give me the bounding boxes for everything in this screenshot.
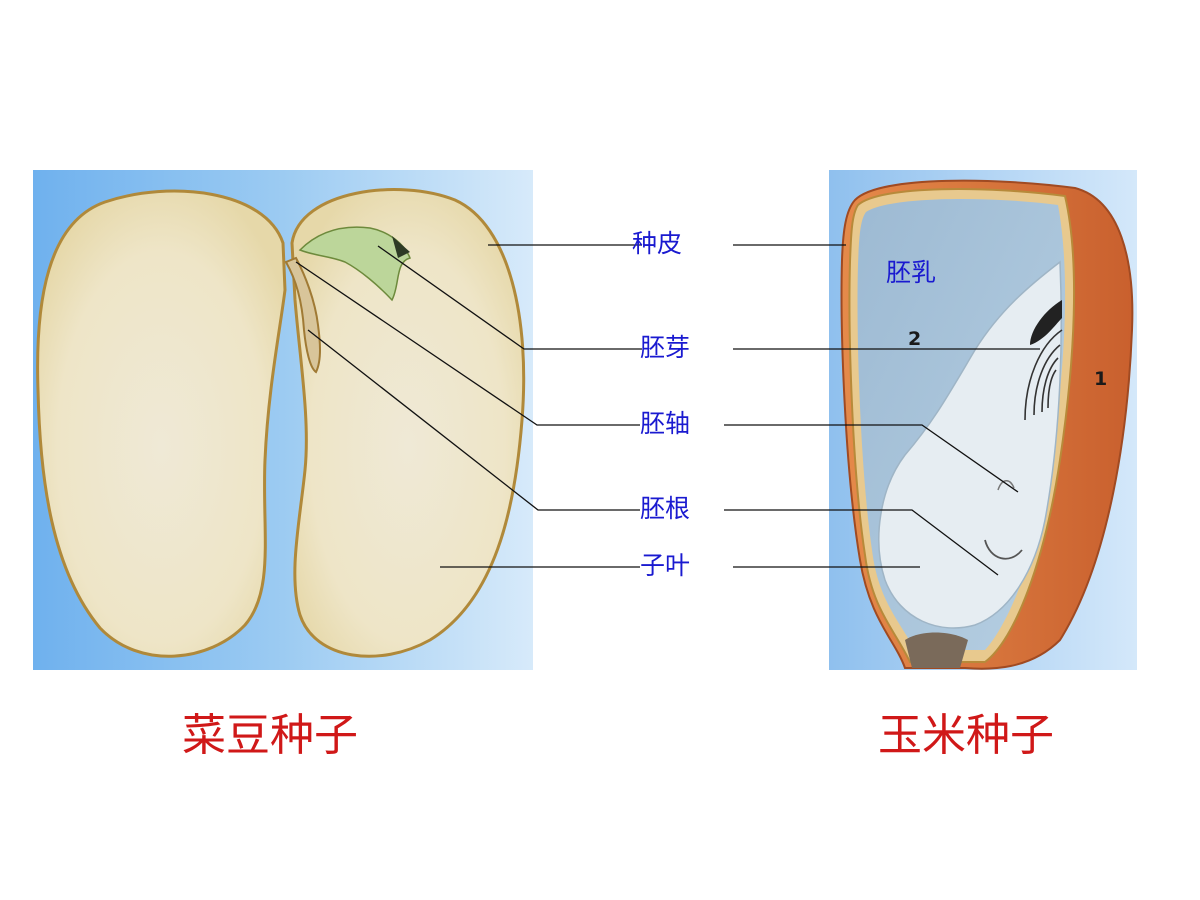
corn-marker-1: 1 xyxy=(1094,368,1107,390)
corn-embryo xyxy=(878,260,1062,629)
corn-scutellum-edge xyxy=(1030,300,1062,345)
caption-corn-seed: 玉米种子 xyxy=(878,710,1054,761)
leader-plumule-bean xyxy=(377,245,642,350)
label-radicle: 胚根 xyxy=(640,494,690,523)
corn-tip-cap xyxy=(905,632,968,668)
label-cotyledon: 子叶 xyxy=(640,551,690,580)
leader-radicle-bean xyxy=(307,329,640,511)
label-hypocotyl: 胚轴 xyxy=(640,409,690,438)
bean-embryo-axis xyxy=(284,256,321,374)
bean-plumule-tip xyxy=(392,236,410,258)
corn-seed-illustration: 2 1 xyxy=(829,170,1137,670)
label-seed-coat: 种皮 xyxy=(632,229,682,258)
corn-marker-2: 2 xyxy=(908,328,921,350)
bean-seed-illustration xyxy=(33,170,533,670)
bean-right-cotyledon xyxy=(290,188,526,658)
bean-plumule xyxy=(298,226,411,302)
corn-axis-mark xyxy=(997,480,1015,491)
leader-radicle-corn xyxy=(724,509,999,576)
caption-bean-seed: 菜豆种子 xyxy=(182,710,358,761)
bean-left-cotyledon xyxy=(36,189,287,658)
part-labels: 种皮 胚乳 胚芽 胚轴 胚根 子叶 xyxy=(632,229,936,580)
corn-radicle xyxy=(984,539,1023,560)
label-plumule: 胚芽 xyxy=(640,333,690,362)
leader-lines xyxy=(295,244,1040,576)
corn-plumule xyxy=(1024,329,1063,421)
label-endosperm: 胚乳 xyxy=(886,258,936,287)
leader-hypocotyl-bean xyxy=(295,261,640,426)
leader-hypocotyl-corn xyxy=(724,424,1019,493)
